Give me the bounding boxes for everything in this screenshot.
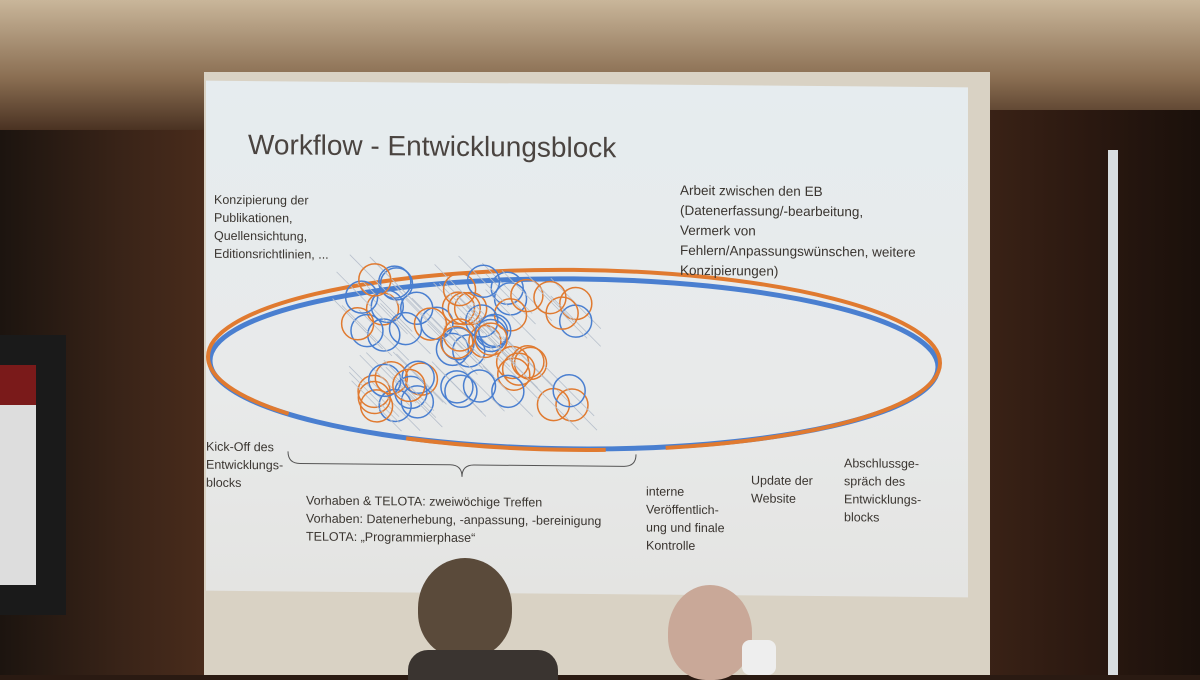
diagonal-line [358,309,410,361]
iteration-circle [511,344,545,379]
iteration-circle [379,267,414,301]
iteration-circles [332,254,602,432]
diagonal-line [383,359,435,411]
iteration-circle [491,374,525,409]
iteration-circle [559,286,593,321]
diagonal-line [380,303,431,355]
iteration-circle [510,278,544,313]
text-kickoff: Kick-Off des Entwicklungs- blocks [206,439,284,490]
diagonal-line [488,348,540,400]
text-update: Update der Website [751,473,813,506]
iteration-circle [477,313,512,348]
workflow-diagram [206,254,942,477]
iteration-circle [462,369,497,403]
diagonal-line [502,336,554,388]
text-meetings: Vorhaben & TELOTA: zweiwöchige Treffen V… [306,493,602,546]
diagonal-line [434,309,485,361]
diagonal-line [454,360,505,412]
iteration-circle [350,313,384,348]
iteration-circle [392,368,426,403]
diagonal-line [369,379,421,431]
diagonal-line [524,272,576,324]
diagonal-line [361,280,413,332]
diagonal-line [332,298,383,350]
diagonal-line [543,365,595,417]
face-mask [742,640,776,675]
iteration-circle [368,363,402,398]
iteration-circle [401,360,435,394]
iteration-circle [440,370,474,404]
audience-head-1 [418,558,512,658]
diagonal-line [341,305,393,357]
iteration-circle [555,388,589,422]
diagonal-line [391,282,443,334]
iteration-circle [400,385,435,419]
slide-title: Workflow - Entwicklungsblock [248,129,617,164]
diagonal-line [396,353,447,405]
iteration-circle [440,325,474,360]
iteration-circle [552,373,586,408]
iteration-circle [474,322,508,356]
diagonal-line [465,310,517,362]
iteration-circle [340,307,375,341]
iteration-circle [468,324,502,359]
iteration-circle [501,352,536,386]
diagonal-line [458,255,509,307]
diagonal-line [493,343,544,395]
audience-shoulders-1 [408,650,558,680]
text-closing: Abschlussge- spräch des Entwicklungs- bl… [844,456,922,525]
diagonal-line [392,351,444,403]
brace [287,451,637,477]
diagonal-line [485,289,536,341]
poster-header [0,365,36,405]
diagonal-line [366,352,417,404]
diagonal-line [435,365,487,417]
iteration-circle [358,263,392,297]
diagonal-line [536,287,588,339]
iteration-circle [466,264,501,298]
slide: Workflow - Entwicklungsblock Konzipierun… [206,80,968,598]
text-internal: interne Veröffentlich- ung und finale Ko… [646,484,725,553]
iteration-circle [444,374,478,409]
diagonal-line [349,254,401,306]
iteration-circle [357,374,391,409]
text-top-left: Konzipierung der Publikationen, Quellens… [214,192,329,262]
iteration-circle [533,280,567,315]
diagonal-line [359,354,411,406]
diagonal-line [434,264,485,316]
diagonal-line [405,298,456,350]
text-top-right: Arbeit zwischen den EB (Datenerfassung/-… [680,182,916,279]
audience-head-2 [668,585,752,680]
diagonal-line [550,277,602,329]
iteration-circle [453,291,488,326]
diagonal-line [351,380,402,432]
iteration-circle [447,291,482,326]
iteration-circle [378,265,412,299]
diagonal-line [431,316,483,368]
diagonal-line [336,271,387,323]
wood-wall-right [985,110,1200,675]
iteration-circle [344,280,379,314]
iteration-circle [388,311,423,346]
diagonal-line [433,282,484,334]
window [1108,150,1118,675]
diagonal-line [385,366,437,418]
diagonal-line [357,283,408,335]
diagonal-line [469,304,520,356]
diagonal-line [466,306,517,358]
iteration-circle [442,272,477,307]
iteration-circle [359,389,394,423]
cycle-orange [206,267,942,452]
iteration-circle [374,361,409,395]
diagonal-line [369,256,421,308]
diagonal-line [411,297,463,349]
iteration-circle [413,307,448,341]
iteration-circle [435,332,470,367]
diagonal-line [465,313,517,365]
diagonal-line [349,372,400,424]
